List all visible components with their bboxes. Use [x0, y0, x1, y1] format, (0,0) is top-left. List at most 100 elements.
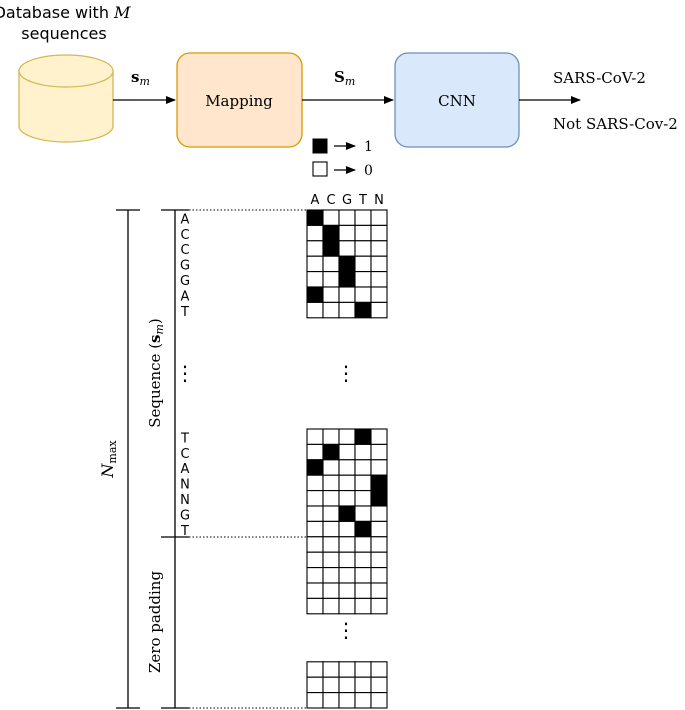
legend-filled-cell [312, 138, 328, 154]
matrix-cell [370, 551, 388, 569]
matrix-cell [370, 459, 388, 476]
matrix-cell [354, 490, 372, 507]
matrix-cell [306, 505, 324, 522]
legend-value-0: 0 [364, 163, 373, 179]
matrix-cell [370, 240, 388, 257]
matrix-cell [338, 692, 356, 709]
matrix-cell [354, 505, 372, 522]
matrix-cell [306, 474, 324, 492]
matrix-cell [354, 582, 372, 599]
matrix-cell [322, 597, 340, 615]
matrix-cell [306, 490, 324, 507]
matrix-cell [322, 582, 340, 599]
matrix-cell [338, 582, 356, 599]
matrix-cell [354, 661, 372, 678]
matrix-cell [338, 240, 356, 257]
matrix-cell [306, 301, 324, 319]
matrix-cell [322, 505, 340, 522]
matrix-cell [306, 551, 324, 569]
matrix-cell [354, 209, 372, 226]
sequence-continuation-dots: ⋮ [175, 361, 195, 385]
matrix-cell [306, 459, 324, 476]
matrix-cell [354, 536, 372, 553]
matrix-cell [306, 582, 324, 599]
column-header-n: N [374, 193, 384, 208]
matrix-cell [322, 536, 340, 553]
matrix-cell [370, 505, 388, 522]
matrix-cell [322, 459, 340, 476]
matrix-cell [370, 661, 388, 678]
arrow-s-label: sm [131, 68, 150, 88]
matrix-cell [370, 582, 388, 599]
matrix-cell [354, 474, 372, 492]
matrix-cell [338, 443, 356, 461]
sequence-base-bottom-0: T [180, 431, 189, 446]
matrix-cell [322, 692, 340, 709]
matrix-cell [354, 597, 372, 615]
output-negative: Not SARS-Cov-2 [553, 115, 678, 133]
sequence-base-bottom-3: N [180, 478, 190, 493]
matrix-cell [338, 271, 356, 288]
matrix-cell [354, 443, 372, 461]
matrix-cell [322, 209, 340, 226]
matrix-cell [322, 301, 340, 319]
matrix-cell [338, 536, 356, 553]
database-title-line1: Database with M [0, 3, 131, 22]
database-title-line2: sequences [21, 24, 106, 43]
matrix-cell [370, 209, 388, 226]
matrix-cell [322, 224, 340, 242]
matrix-cell [338, 301, 356, 319]
matrix-cell [322, 428, 340, 445]
matrix-cell [370, 692, 388, 709]
sequence-base-top-3: G [180, 259, 190, 274]
matrix-cell [354, 271, 372, 288]
matrix-cell [322, 490, 340, 507]
matrix-cell [306, 520, 324, 538]
matrix-cell [306, 271, 324, 288]
matrix-cell [370, 676, 388, 694]
matrix-cell [306, 597, 324, 615]
matrix-cell [338, 209, 356, 226]
matrix-cell [338, 428, 356, 445]
sequence-base-top-5: A [181, 289, 190, 304]
matrix-cell [354, 520, 372, 538]
legend-value-1: 1 [364, 139, 373, 155]
cnn-label: CNN [438, 92, 476, 110]
matrix-cell [354, 255, 372, 273]
matrix-cell [322, 567, 340, 584]
matrix-cell [370, 255, 388, 273]
matrix-cell [338, 474, 356, 492]
matrix-cell [322, 520, 340, 538]
matrix-cell [306, 224, 324, 242]
mapping-label: Mapping [205, 92, 273, 110]
matrix-cell [306, 428, 324, 445]
matrix-cell [354, 676, 372, 694]
sequence-base-top-2: C [180, 243, 189, 258]
matrix-cell [354, 286, 372, 303]
matrix-cell [354, 692, 372, 709]
matrix-cell [322, 286, 340, 303]
matrix-cell [338, 490, 356, 507]
arrow-S-label: Sm [334, 68, 355, 88]
matrix-cell [322, 474, 340, 492]
zero-padding-label: Zero padding [146, 571, 164, 673]
sequence-base-bottom-5: G [180, 508, 190, 523]
sequence-base-top-6: T [180, 305, 189, 320]
matrix-cell [370, 597, 388, 615]
matrix-cell [338, 551, 356, 569]
matrix-cell [322, 240, 340, 257]
matrix-continuation-dots-upper: ⋮ [336, 361, 356, 385]
dotted-guides [189, 209, 307, 709]
matrix-cell [370, 428, 388, 445]
matrix-cell [370, 490, 388, 507]
matrix-cell [370, 567, 388, 584]
matrix-cell [338, 505, 356, 522]
matrix-cell [322, 551, 340, 569]
matrix-cell [322, 661, 340, 678]
matrix-cell [322, 676, 340, 694]
matrix-cell [354, 567, 372, 584]
database-cylinder-icon [18, 54, 114, 143]
matrix-cell [306, 536, 324, 553]
